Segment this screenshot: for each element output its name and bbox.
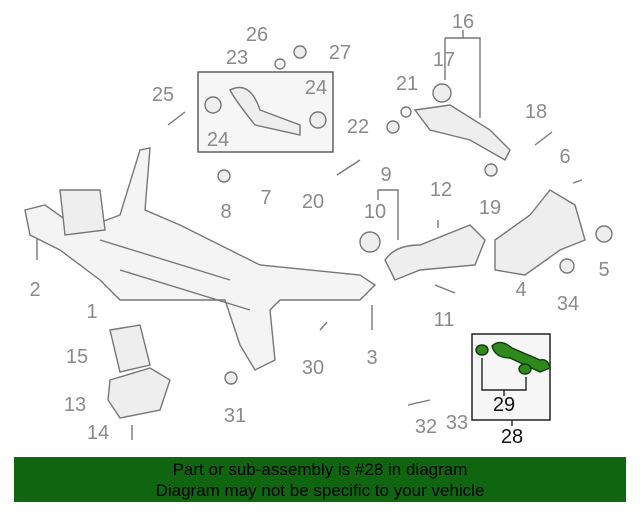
banner-line-1: Part or sub-assembly is #28 in diagram	[172, 460, 468, 479]
callout-7: 7	[260, 187, 272, 209]
callout-31: 31	[223, 405, 247, 427]
callout-19: 19	[478, 197, 502, 219]
callout-32: 32	[414, 416, 438, 438]
callout-13: 13	[63, 394, 87, 416]
callout-23: 23	[225, 47, 249, 69]
callout-5: 5	[598, 259, 610, 281]
callout-16: 16	[451, 11, 475, 33]
highlighted-bushing-29b	[518, 363, 532, 375]
callout-27: 27	[328, 42, 352, 64]
callout-30: 30	[301, 357, 325, 379]
callout-24-right: 24	[304, 77, 328, 99]
highlighted-part-28	[491, 341, 551, 373]
callout-8: 8	[220, 201, 232, 223]
callout-24-left: 24	[206, 129, 230, 151]
callout-1: 1	[86, 301, 98, 323]
callout-21: 21	[395, 73, 419, 95]
callout-26: 26	[245, 24, 269, 46]
callout-14: 14	[86, 422, 110, 444]
callout-20: 20	[301, 191, 325, 213]
callout-6: 6	[559, 146, 571, 168]
callout-15: 15	[65, 346, 89, 368]
sub-assembly-box-23	[197, 71, 334, 153]
callout-9: 9	[380, 164, 392, 186]
callout-28: 28	[500, 426, 524, 448]
callout-17: 17	[432, 49, 456, 71]
callout-12: 12	[429, 179, 453, 201]
callout-22: 22	[346, 116, 370, 138]
banner-line-2: Diagram may not be specific to your vehi…	[155, 481, 485, 500]
subframe	[24, 147, 377, 371]
callout-34: 34	[556, 293, 580, 315]
callout-10: 10	[363, 201, 387, 223]
callout-11: 11	[433, 309, 455, 331]
callout-33: 33	[445, 412, 469, 434]
callout-18: 18	[524, 101, 548, 123]
highlighted-bushing-29a	[475, 344, 489, 356]
callout-2: 2	[29, 279, 41, 301]
callout-4: 4	[515, 279, 527, 301]
info-banner: Part or sub-assembly is #28 in diagram D…	[14, 457, 626, 502]
callout-25: 25	[151, 84, 175, 106]
callout-3: 3	[366, 347, 378, 369]
callout-29: 29	[492, 394, 516, 416]
